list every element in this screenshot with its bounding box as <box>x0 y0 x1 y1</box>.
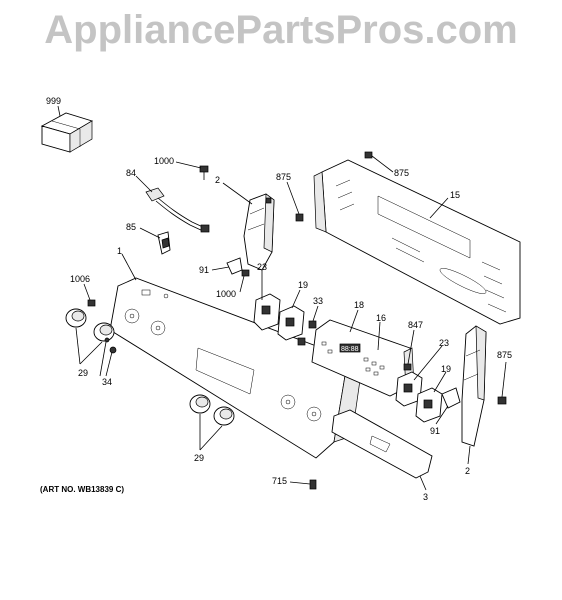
leader-lines <box>57 105 507 491</box>
part-1000-screw-top[interactable] <box>199 165 209 180</box>
part-2-side-bracket-left[interactable] <box>243 193 275 271</box>
part-29-knob-left-1[interactable] <box>65 308 87 328</box>
art-number: (ART NO. WB13839 C) <box>40 485 124 494</box>
callout-34: 34 <box>102 377 112 387</box>
part-85-bracket[interactable] <box>157 231 171 255</box>
callout-875-a: 875 <box>276 172 291 182</box>
callout-18: 18 <box>354 300 364 310</box>
part-29-knob-lower-1[interactable] <box>189 394 211 414</box>
part-91-clip-right[interactable] <box>441 387 461 409</box>
part-1000-screw-left[interactable] <box>241 269 250 277</box>
callout-875-c: 875 <box>497 350 512 360</box>
callout-91-left: 91 <box>199 265 209 275</box>
part-84-wire-harness[interactable] <box>145 187 210 233</box>
part-23-switch-left[interactable] <box>253 293 281 331</box>
part-847-screw[interactable] <box>403 363 412 371</box>
callout-1006: 1006 <box>70 274 90 284</box>
part-19-switch-right[interactable] <box>415 387 443 423</box>
callout-15: 15 <box>450 190 460 200</box>
callout-labels: 999 1000 84 2 875 875 15 85 1 91 23 1000… <box>40 96 512 502</box>
part-29-knob-left-2[interactable] <box>93 322 115 342</box>
callout-875-b: 875 <box>394 168 409 178</box>
callout-23-right: 23 <box>439 338 449 348</box>
callout-3: 3 <box>423 492 428 502</box>
part-33-clips[interactable] <box>297 320 317 346</box>
callout-33: 33 <box>313 296 323 306</box>
part-3-trim-strip[interactable] <box>331 409 433 479</box>
callout-19-left: 19 <box>298 280 308 290</box>
callout-2-right: 2 <box>465 466 470 476</box>
callout-1: 1 <box>117 246 122 256</box>
callout-29-left: 29 <box>78 368 88 378</box>
watermark-logo: AppliancePartsPros.com <box>44 8 518 52</box>
callout-1000-top: 1000 <box>154 156 174 166</box>
part-875-screw-c[interactable] <box>497 396 507 405</box>
callout-1000-left: 1000 <box>216 289 236 299</box>
part-2-side-bracket-right[interactable] <box>461 325 487 447</box>
part-715-screw[interactable] <box>309 479 317 490</box>
callout-999: 999 <box>46 96 61 106</box>
part-875-screw-a[interactable] <box>295 213 304 222</box>
part-1006-screw[interactable] <box>87 299 96 307</box>
display-readout: 88:88 <box>341 346 359 353</box>
part-91-clip-left[interactable] <box>226 257 243 275</box>
part-875-screw-b[interactable] <box>364 151 373 159</box>
part-19-switch-left[interactable] <box>277 305 305 341</box>
callout-847: 847 <box>408 320 423 330</box>
part-29-knob-lower-2[interactable] <box>213 406 235 426</box>
callout-84: 84 <box>126 168 136 178</box>
callout-85: 85 <box>126 222 136 232</box>
callout-16: 16 <box>376 313 386 323</box>
callout-23-left: 23 <box>257 262 267 272</box>
callout-2-left: 2 <box>215 175 220 185</box>
part-34-clip[interactable] <box>104 337 117 354</box>
callout-91-right: 91 <box>430 426 440 436</box>
part-15-back-panel[interactable] <box>313 159 521 325</box>
part-999-literature-box[interactable] <box>40 112 94 153</box>
callout-29-lower: 29 <box>194 453 204 463</box>
callout-715: 715 <box>272 476 287 486</box>
callout-19-right: 19 <box>441 364 451 374</box>
